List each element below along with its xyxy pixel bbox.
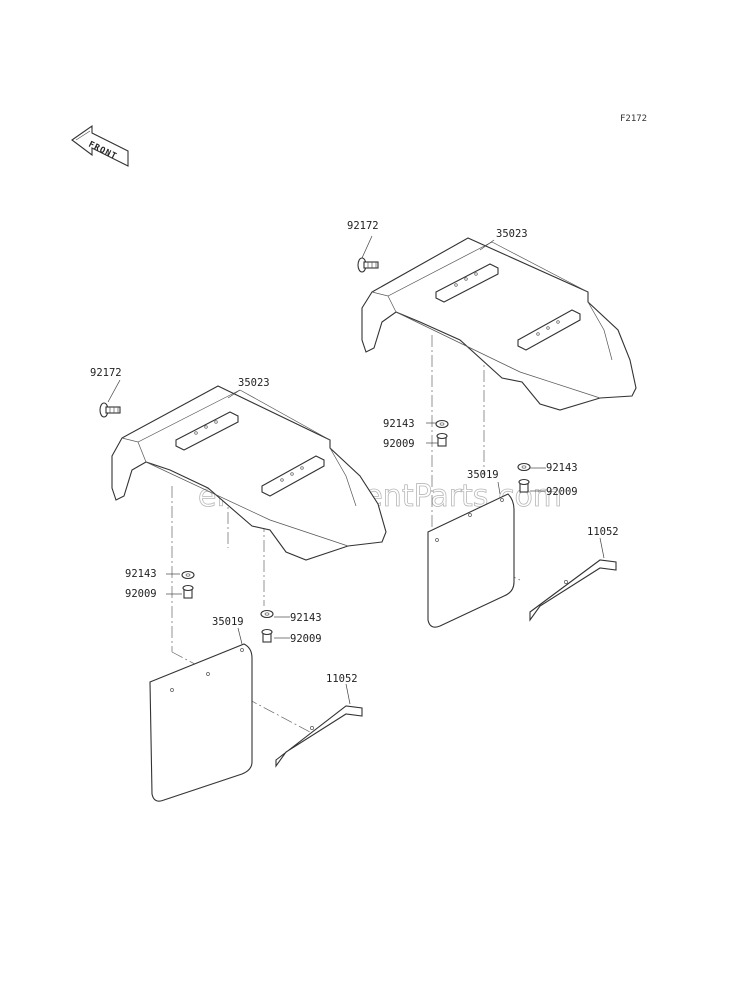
left-assembly: 92172 35023 92143 92009 92143 92009 3501…: [90, 367, 387, 802]
washer-left-b: [260, 609, 274, 619]
bolt-right-a: [436, 432, 448, 447]
label-mud-flap-left: 35019: [212, 616, 244, 628]
label-fender-left: 35023: [238, 377, 270, 389]
label-washer-right-a: 92143: [383, 418, 415, 430]
clip-left: [99, 402, 121, 418]
label-bolt-left-b: 92009: [290, 633, 322, 645]
label-mud-flap-right: 35019: [467, 469, 499, 481]
washer-right-a: [435, 419, 449, 429]
clip-right: [357, 257, 379, 273]
label-clip-left: 92172: [90, 367, 122, 379]
front-arrow-icon: FRONT: [71, 124, 129, 167]
label-bolt-right-a: 92009: [383, 438, 415, 450]
right-assembly: 92172 35023 92143 92009 92143 92009 3501…: [347, 220, 637, 628]
rear-fender-right: [361, 237, 637, 411]
label-bracket-right: 11052: [587, 526, 619, 538]
label-bolt-left-a: 92009: [125, 588, 157, 600]
label-clip-right: 92172: [347, 220, 379, 232]
label-bolt-right-b: 92009: [546, 486, 578, 498]
mud-flap-left: [149, 643, 253, 802]
label-fender-right: 35023: [496, 228, 528, 240]
bolt-left-a: [182, 584, 194, 599]
label-washer-left-b: 92143: [290, 612, 322, 624]
label-washer-left-a: 92143: [125, 568, 157, 580]
bolt-right-b: [518, 478, 530, 493]
rear-fender-left: [111, 385, 387, 561]
label-bracket-left: 11052: [326, 673, 358, 685]
bolt-left-b: [261, 628, 273, 643]
washer-left-a: [181, 570, 195, 580]
bracket-left: [275, 705, 363, 768]
washer-right-b: [517, 462, 531, 472]
label-washer-right-b: 92143: [546, 462, 578, 474]
bracket-right: [529, 559, 617, 622]
figure-id: F2172: [620, 114, 647, 124]
mud-flap-right: [427, 493, 515, 628]
